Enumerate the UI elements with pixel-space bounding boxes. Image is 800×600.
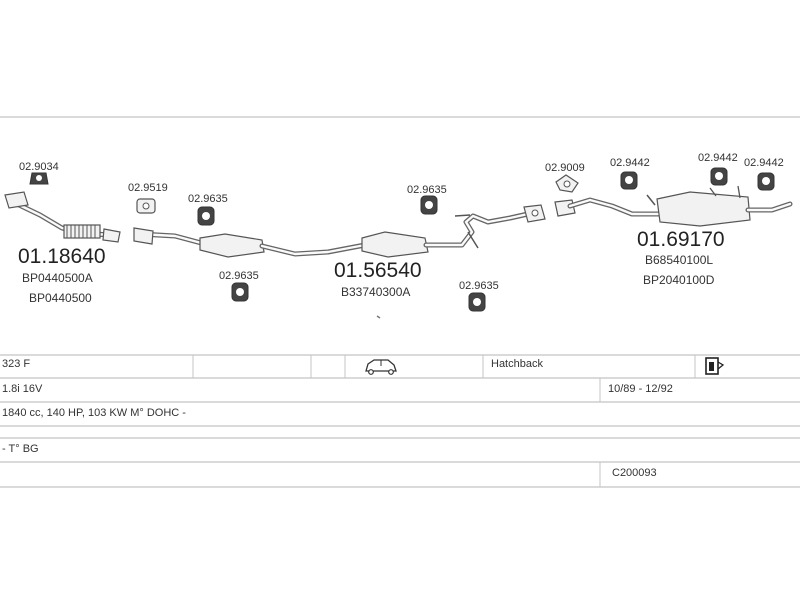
body-type-cell: Hatchback xyxy=(491,358,543,370)
fitting-label: 02.9009 xyxy=(545,162,585,174)
hanger-icon xyxy=(136,198,156,214)
fitting-label: 02.9635 xyxy=(188,193,228,205)
part-number-downpipe: 01.18640 xyxy=(18,245,106,268)
mid-pipe-flange xyxy=(133,227,154,245)
fitting-label: 02.9034 xyxy=(19,161,59,173)
part-ref: B68540100L xyxy=(645,253,713,267)
fitting-gasket-icon xyxy=(29,172,49,185)
fitting-label: 02.9442 xyxy=(610,157,650,169)
flange-icon xyxy=(4,191,29,209)
clamp-icon xyxy=(555,174,579,193)
fitting-label: 02.9635 xyxy=(219,270,259,282)
part-number-mid-silencer: 01.56540 xyxy=(334,259,422,282)
fitting-label: 02.9519 xyxy=(128,182,168,194)
fitting-label: 02.9635 xyxy=(407,184,447,196)
fitting-label: 02.9442 xyxy=(744,157,784,169)
mount-icon xyxy=(710,167,728,186)
engine-details-cell: 1840 cc, 140 HP, 103 KW M° DOHC - xyxy=(2,407,186,419)
fitting-label: 02.9442 xyxy=(698,152,738,164)
rear-silencer-part xyxy=(554,185,793,227)
mid-pipe-part xyxy=(133,204,546,258)
part-number-rear-silencer: 01.69170 xyxy=(637,228,725,251)
engine-cell: 1.8i 16V xyxy=(2,383,43,395)
mount-icon xyxy=(197,206,215,226)
fitting-label: 02.9635 xyxy=(459,280,499,292)
production-cell: 10/89 - 12/92 xyxy=(608,383,673,395)
document-icon xyxy=(705,357,725,375)
type-code-cell: - T° BG xyxy=(2,443,39,455)
mid-silencer xyxy=(361,231,429,258)
car-icon xyxy=(365,359,397,375)
pipe-end-flange xyxy=(102,228,121,243)
front-resonator xyxy=(199,233,265,258)
mount-icon xyxy=(757,172,775,191)
downpipe-part xyxy=(4,191,121,243)
model-cell: 323 F xyxy=(2,358,31,370)
part-ref: BP0440500A xyxy=(22,271,93,285)
mount-icon xyxy=(620,171,638,190)
system-code-cell: C200093 xyxy=(612,467,657,479)
part-ref: BP0440500 xyxy=(29,291,92,305)
mount-icon xyxy=(468,292,486,312)
part-ref: BP2040100D xyxy=(643,273,715,287)
part-ref: B33740300A xyxy=(341,285,410,299)
rear-silencer xyxy=(656,191,751,227)
mount-icon xyxy=(420,195,438,215)
mount-icon xyxy=(231,282,249,302)
